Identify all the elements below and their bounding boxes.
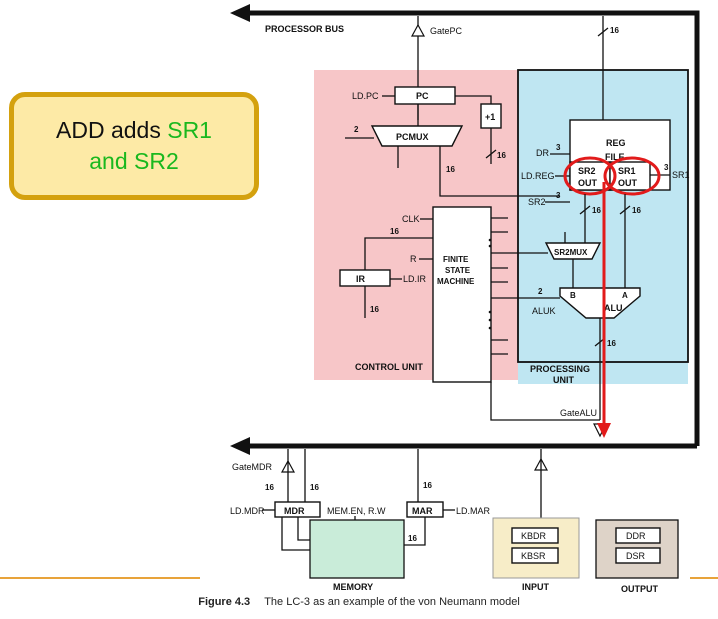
sr2-out-label-1: SR2 xyxy=(578,166,596,176)
pc-label: PC xyxy=(416,91,429,101)
sr1-input-label: SR1 xyxy=(672,170,690,180)
ld-mar-label: LD.MAR xyxy=(456,506,491,516)
processing-unit-label-2: UNIT xyxy=(553,375,574,385)
ir-label: IR xyxy=(356,274,366,284)
mdr-label: MDR xyxy=(284,506,305,516)
width-16-label: 16 xyxy=(610,26,619,35)
alu xyxy=(559,287,641,319)
width-16-label: 16 xyxy=(370,305,379,314)
width-16-label: 16 xyxy=(632,206,641,215)
callout-box: ADD adds SR1 and SR2 xyxy=(9,92,259,200)
width-16-label: 16 xyxy=(408,534,417,543)
sr2mux-label: SR2MUX xyxy=(554,248,588,257)
gate-pc-tristate xyxy=(410,23,426,37)
gate-mdr-label: GateMDR xyxy=(232,462,273,472)
width-16-label: 16 xyxy=(446,165,455,174)
plus-one-label: +1 xyxy=(485,112,495,122)
finite-state-machine xyxy=(432,206,492,383)
control-unit-label: CONTROL UNIT xyxy=(355,362,423,372)
figure-number: Figure 4.3 xyxy=(198,596,251,608)
processing-unit-label-1: PROCESSING xyxy=(530,364,590,374)
width-2-label: 2 xyxy=(354,125,359,134)
ddr-register xyxy=(615,527,661,544)
sr1-out-label-2: OUT xyxy=(618,178,638,188)
pcmux xyxy=(370,125,464,147)
ddr-label: DDR xyxy=(626,531,646,541)
sr1-out-highlight xyxy=(603,156,661,196)
bus-arrow-bottom xyxy=(230,437,250,455)
processor-bus-top xyxy=(244,10,700,446)
gate-pc-label: GatePC xyxy=(430,26,463,36)
width-16-label: 16 xyxy=(390,227,399,236)
input-label: INPUT xyxy=(522,582,550,592)
gate-alu-label: GateALU xyxy=(560,408,597,418)
sr2mux xyxy=(544,242,602,260)
width-2-label: 2 xyxy=(538,287,543,296)
width-3-label: 3 xyxy=(556,143,561,152)
callout-text-prefix: ADD adds xyxy=(56,117,168,143)
processor-bus-label: PROCESSOR BUS xyxy=(265,24,344,34)
alu-a-label: A xyxy=(622,291,628,300)
kbdr-register xyxy=(511,527,559,544)
r-label: R xyxy=(410,254,417,264)
sr2-out-label-2: OUT xyxy=(578,178,598,188)
figure-caption: Figure 4.3 The LC-3 as an example of the … xyxy=(0,596,718,608)
kbsr-register xyxy=(511,547,559,564)
highlight-arrowhead xyxy=(597,423,611,438)
kbsr-label: KBSR xyxy=(521,551,546,561)
width-3-label: 3 xyxy=(664,163,669,172)
dr-label: DR xyxy=(536,148,549,158)
callout-line-2: and SR2 xyxy=(89,148,179,174)
mar-label: MAR xyxy=(412,506,433,516)
width-16-label: 16 xyxy=(423,481,432,490)
width-16-label: 16 xyxy=(310,483,319,492)
fsm-label-3: MACHINE xyxy=(437,277,475,286)
clk-label: CLK xyxy=(402,214,420,224)
figure-caption-text: The LC-3 as an example of the von Neuman… xyxy=(264,596,520,608)
bus-arrow-top xyxy=(230,4,250,22)
kbdr-label: KBDR xyxy=(521,531,547,541)
sr1-out-label-1: SR1 xyxy=(618,166,636,176)
sr2-out-highlight xyxy=(563,156,617,196)
callout-sr1-highlight: SR1 xyxy=(167,117,212,143)
ld-pc-label: LD.PC xyxy=(352,91,379,101)
ld-ir-label: LD.IR xyxy=(403,274,427,284)
width-16-label: 16 xyxy=(265,483,274,492)
alu-b-label: B xyxy=(570,291,576,300)
fsm-outputs xyxy=(488,217,508,355)
callout-line-1: ADD adds SR1 xyxy=(56,115,212,146)
instruction-register xyxy=(339,269,391,287)
width-16-label: 16 xyxy=(592,206,601,215)
pcmux-label: PCMUX xyxy=(396,132,429,142)
width-16-label: 16 xyxy=(607,339,616,348)
mem-en-label: MEM.EN, R.W xyxy=(327,506,386,516)
memory-block xyxy=(309,519,405,579)
sr1-out-port xyxy=(609,161,651,191)
memory-label: MEMORY xyxy=(333,582,373,592)
ld-reg-label: LD.REG xyxy=(521,171,555,181)
dsr-register xyxy=(615,547,661,564)
width-16-label: 16 xyxy=(497,151,506,160)
dsr-label: DSR xyxy=(626,551,646,561)
ld-mdr-label: LD.MDR xyxy=(230,506,265,516)
width-3-label: 3 xyxy=(556,191,561,200)
aluk-label: ALUK xyxy=(532,306,556,316)
reg-file-label-1: REG xyxy=(606,138,626,148)
reg-file-label-2: FILE xyxy=(605,152,625,162)
sr2-input-label: SR2 xyxy=(528,197,546,207)
output-label: OUTPUT xyxy=(621,584,659,594)
fsm-label-1: FINITE xyxy=(443,255,469,264)
alu-label: ALU xyxy=(604,303,623,313)
fsm-label-2: STATE xyxy=(445,266,471,275)
